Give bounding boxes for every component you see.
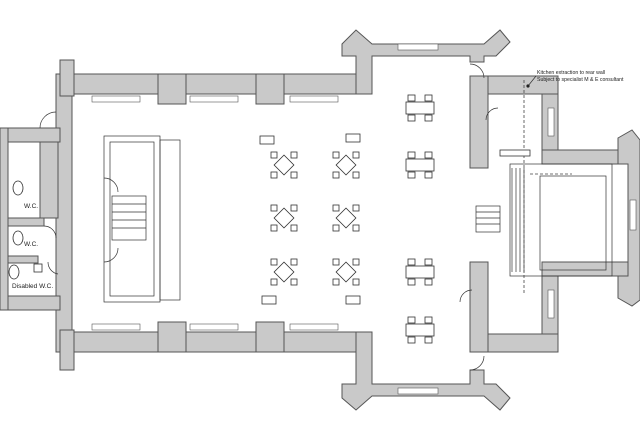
side-table [259,135,275,145]
door-swing [469,63,485,79]
annex-partition [39,141,59,219]
east-wall [541,261,629,277]
door-swing [47,261,59,275]
stair-core-inner [109,141,155,297]
window [397,387,439,395]
stair-flight [111,195,147,241]
long-table [405,94,435,122]
south-transept-wall [341,331,511,411]
disabled-wc-label: Disabled W.C. [12,283,53,290]
annex-west-wall [0,127,9,311]
note-line-2: Subject to specialist M & E consultant [537,77,624,83]
side-table [345,133,361,143]
window [397,43,439,51]
square-table [332,204,360,232]
square-table [270,258,298,286]
wc-pan [8,264,20,280]
toilets: W.C. W.C. Disabled W.C. [8,111,59,290]
window [289,323,339,331]
kitchen-area [459,63,613,371]
square-table [270,204,298,232]
long-table [405,258,435,286]
stair-door-swing [103,247,119,263]
square-tables [259,133,361,305]
long-tables [405,94,435,344]
chancel-north-wall [469,75,489,169]
window [547,107,555,137]
square-table [332,151,360,179]
leader-line [527,75,537,87]
south-buttress [157,321,187,353]
chancel-south-wall [469,261,489,353]
wc-label: W.C. [24,203,38,210]
long-table [405,316,435,344]
nave-south-wall [59,331,361,353]
note-line-1: Kitchen extraction to rear wall [537,70,605,76]
window [629,199,637,231]
kitchen-extraction-note: Kitchen extraction to rear wall Subject … [526,70,624,88]
annex-partition [7,255,39,264]
square-table [332,258,360,286]
south-buttress [59,329,75,371]
north-transept-wall [341,29,511,95]
stair-door-swing [103,177,119,193]
nave-north-wall [59,73,361,95]
side-table [261,295,277,305]
east-wall [541,149,629,165]
window [189,95,239,103]
window [289,95,339,103]
door-swing [43,225,57,239]
extraction-vent [499,149,531,157]
wc-label: W.C. [24,241,38,248]
stair-core-shaft [159,139,181,301]
wc-pan [12,230,24,246]
door-swing [485,107,499,121]
kitchen-inner [539,175,607,271]
stair-core-outline [103,135,161,303]
window [547,289,555,319]
stair-core [103,135,181,303]
kitchen-platform [509,163,613,277]
long-table [405,151,435,179]
window [91,323,141,331]
square-table [270,151,298,179]
basin [33,263,43,273]
door-swing [459,289,473,303]
leader-dot [526,84,530,88]
door-swing [39,111,57,129]
south-buttress [255,321,285,353]
window [189,323,239,331]
walls [0,29,640,411]
annex-partition [7,217,45,227]
annex-north-wall [0,127,61,143]
north-buttress [59,59,75,97]
altar-stair [475,205,501,233]
windows [91,43,637,395]
annex-south-wall [0,295,61,311]
north-buttress [255,73,285,105]
north-buttress [157,73,187,105]
side-table [345,295,361,305]
door-swing [469,355,485,371]
window [91,95,141,103]
wc-pan [12,180,24,196]
east-gable-wall [617,129,640,307]
